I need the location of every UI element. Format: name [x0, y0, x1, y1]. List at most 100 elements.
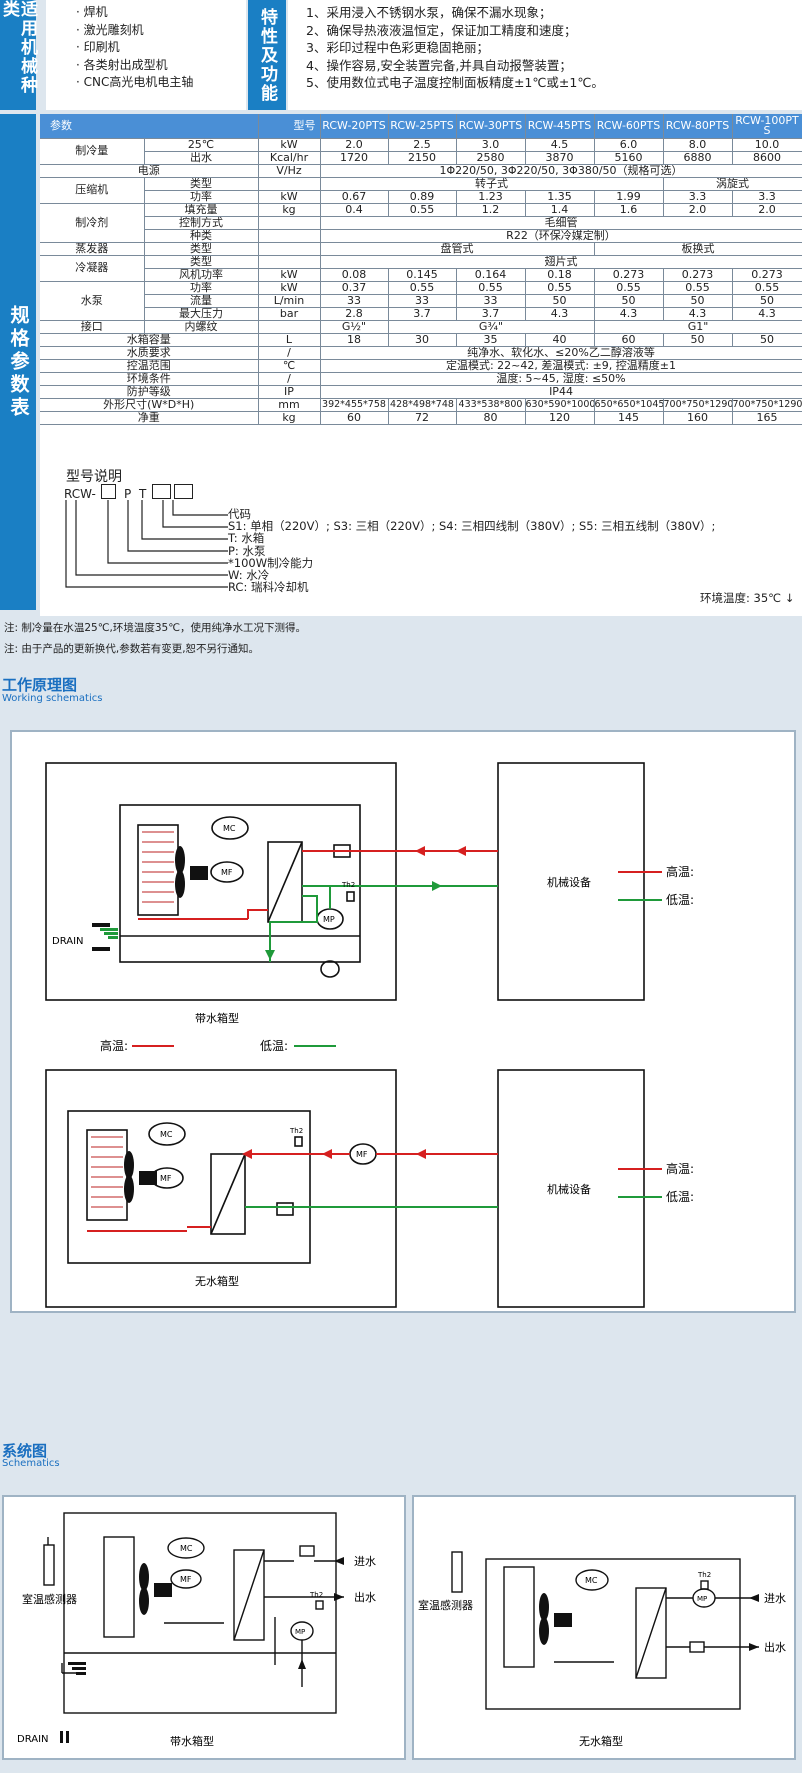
cell: 3.7 — [456, 307, 526, 321]
applications-title: 适用机械种类 — [0, 0, 37, 110]
cell: 盘管式 — [320, 242, 595, 256]
cell: 160 — [663, 411, 733, 425]
cell: 145 — [594, 411, 664, 425]
table-row: 控制方式 毛细管 — [40, 216, 802, 230]
application-item: · 各类射出成型机 — [76, 57, 168, 72]
cell: 50 — [732, 294, 802, 308]
cell: 0.55 — [456, 281, 526, 295]
cell: 纯净水、软化水、≤20%乙二醇溶液等 — [320, 346, 802, 360]
table-row: 控温范围℃ 定温模式: 22~42, 差温模式: ±9, 控温精度±1 — [40, 359, 802, 373]
cell: 1Φ220/50, 3Φ220/50, 3Φ380/50（规格可选） — [320, 164, 802, 178]
row-sub: 水质要求 — [40, 346, 259, 360]
legend-line: T: 水箱 — [228, 531, 265, 546]
feature-item: 1、采用浸入不锈钢水泵，确保不漏水现象； — [306, 5, 552, 20]
cell: 392*455*758 — [320, 398, 389, 412]
cell: 0.18 — [525, 268, 595, 282]
cell: 0.37 — [320, 281, 389, 295]
schematic-text-th2: Th2 — [697, 1571, 711, 1579]
table-row: 接口 内螺纹 G½"G¾"G1" — [40, 320, 802, 334]
table-row: 压缩机 类型 转子式涡旋式 — [40, 177, 802, 204]
schematic-text-mf: MF — [180, 1575, 192, 1584]
header-model-name: RCW-100PTS — [732, 114, 802, 139]
cell: 30 — [388, 333, 457, 347]
header-model-name: RCW-20PTS — [320, 114, 389, 139]
header-model-name: RCW-30PTS — [456, 114, 526, 139]
schematics-title: 系统图 — [2, 1442, 48, 1460]
row-unit: ℃ — [258, 359, 321, 373]
working-panel: MC MF MP Th2 DRAIN 机械设备 带水箱型 高温: 低温: 高温:… — [10, 730, 796, 1313]
schematic-text-outlet: 出水 — [764, 1640, 786, 1654]
cell: 涡旋式 — [663, 177, 802, 191]
cell: 0.55 — [525, 281, 595, 295]
row-sub: 控制方式 — [144, 216, 259, 230]
cell: 0.55 — [594, 281, 664, 295]
schematic-diagram-without-tank: MC MP Th2 室温感测器 进水 出水 无水箱型 — [418, 1551, 786, 1748]
cell: 3870 — [525, 151, 595, 165]
cell: 60 — [320, 411, 389, 425]
row-sub: 功率 — [144, 190, 259, 204]
cell: 0.08 — [320, 268, 389, 282]
cell: 0.273 — [594, 268, 664, 282]
working-text-drain: DRAIN — [52, 936, 84, 947]
schematics-subtitle: Schematics — [2, 1458, 60, 1469]
working-text-mf: MF — [356, 1150, 368, 1159]
working-text-th2: Th2 — [289, 1127, 303, 1135]
cell: IP44 — [320, 385, 802, 399]
working-title: 工作原理图 — [2, 676, 78, 694]
working-text-high: 高温: — [666, 1161, 694, 1176]
spec-header-row: 参数 型号 RCW-20PTS RCW-25PTS RCW-30PTS RCW-… — [40, 114, 802, 139]
row-group: 蒸发器 — [40, 242, 145, 256]
cell: 10.0 — [732, 138, 802, 152]
row-sub: 水箱容量 — [40, 333, 259, 347]
cell: 转子式 — [320, 177, 664, 191]
schematic-text-mc: MC — [180, 1544, 193, 1553]
row-unit: kg — [258, 411, 321, 425]
feature-item: 5、使用数位式电子温度控制面板精度±1℃或±1℃。 — [306, 75, 604, 91]
row-sub: 类型 — [144, 242, 259, 256]
cell: 1.23 — [456, 190, 526, 204]
schematic-text-with-tank: 带水箱型 — [170, 1734, 214, 1748]
cell: 6880 — [663, 151, 733, 165]
table-row: 水质要求/ 纯净水、软化水、≤20%乙二醇溶液等 — [40, 346, 802, 360]
row-group: 制冷剂 — [40, 203, 145, 243]
cell: 35 — [456, 333, 526, 347]
schematic-text-inlet: 进水 — [764, 1592, 786, 1605]
legend-line: S1: 单相（220V）; S3: 三相（220V）; S4: 三相四线制（38… — [228, 519, 716, 534]
spec-title: 规格参数表 — [0, 114, 36, 610]
schematic-text-sensor: 室温感测器 — [418, 1598, 473, 1612]
schematic-diagram-with-tank: MC MF MP Th2 室温感测器 进水 出水 DRAIN 带水箱型 — [17, 1512, 376, 1748]
cell: 80 — [456, 411, 526, 425]
row-unit: IP — [258, 385, 321, 399]
model-box — [174, 484, 193, 499]
working-text-high: 高温: — [100, 1038, 128, 1053]
row-group: 制冷量 — [40, 138, 145, 165]
working-text-high: 高温: — [666, 864, 694, 879]
cell: 2.8 — [320, 307, 389, 321]
schematic-text-inlet: 进水 — [354, 1555, 376, 1568]
cell: 2.0 — [732, 203, 802, 217]
cell: 翅片式 — [320, 255, 802, 269]
row-unit — [258, 320, 321, 334]
row-sub: 类型 — [144, 255, 259, 269]
schematic-text-without-tank: 无水箱型 — [579, 1734, 623, 1748]
cell: 0.273 — [732, 268, 802, 282]
cell: 428*498*748 — [388, 398, 457, 412]
cell: 4.3 — [732, 307, 802, 321]
cell: 165 — [732, 411, 802, 425]
cell: 33 — [388, 294, 457, 308]
cell: 4.3 — [594, 307, 664, 321]
legend-line: P: 水泵 — [228, 543, 266, 558]
header-param: 参数 — [40, 114, 259, 139]
cell: 2.0 — [320, 138, 389, 152]
row-unit — [258, 216, 321, 230]
cell: 50 — [594, 294, 664, 308]
applications-list: · 焊机 · 激光雕刻机 · 印刷机 · 各类射出成型机 · CNC高光电机电主… — [46, 0, 246, 110]
application-item: · 印刷机 — [76, 40, 120, 55]
model-box — [152, 484, 171, 499]
working-text-mf: MF — [160, 1174, 172, 1183]
cell: 1.99 — [594, 190, 664, 204]
row-sub: 环境条件 — [40, 372, 259, 386]
